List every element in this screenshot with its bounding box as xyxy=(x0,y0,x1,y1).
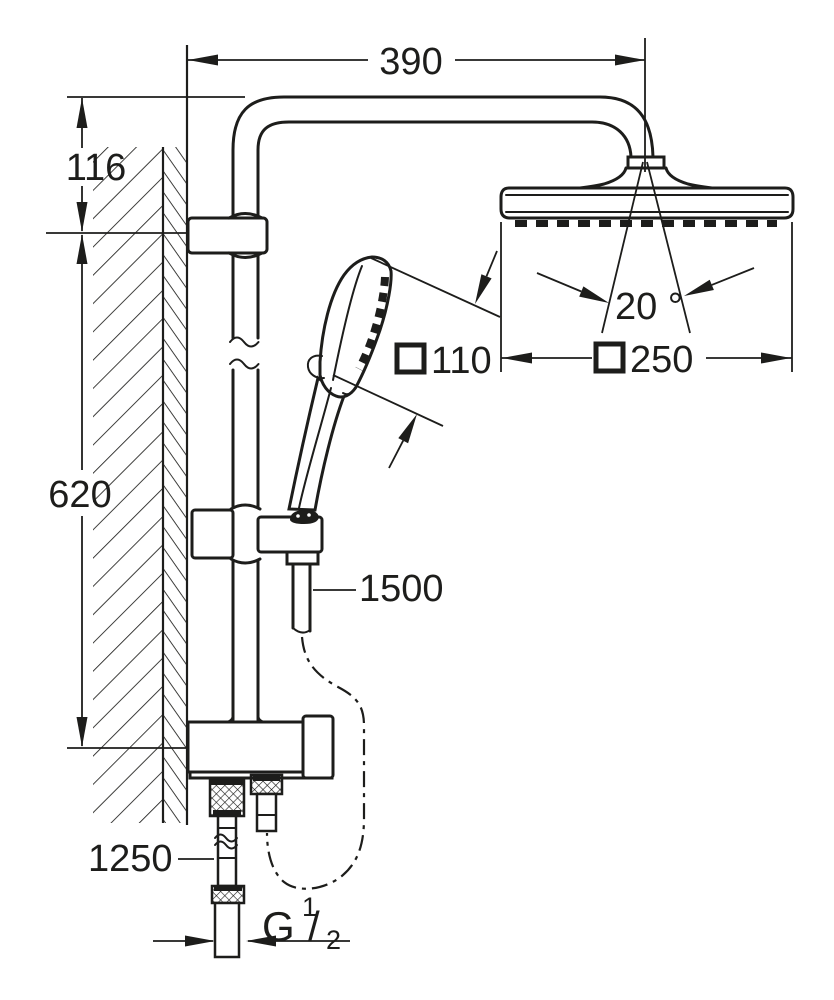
tangent-line-upper xyxy=(370,257,501,318)
hand-shower-nozzles xyxy=(355,276,389,371)
arrow-left-icon xyxy=(502,352,532,364)
hand-shower-outlet xyxy=(249,773,284,833)
square-symbol-icon xyxy=(394,342,427,375)
arrow-left-icon xyxy=(246,935,276,947)
dim-20deg-label: 20 ° xyxy=(615,286,683,328)
holder-clamp-top xyxy=(229,503,262,511)
hose-break-symbol xyxy=(214,833,238,843)
dimension-250: 250 xyxy=(500,222,793,381)
holder-wall-block xyxy=(190,508,235,560)
reference-lines xyxy=(46,96,245,749)
dimension-1250: 1250 xyxy=(88,838,214,880)
shower-arm xyxy=(231,95,655,218)
arm-inner-line xyxy=(256,120,633,218)
arrow-down-icon xyxy=(76,717,88,747)
valve-body xyxy=(186,720,305,774)
ball-joint-collar xyxy=(626,155,666,170)
dimension-116: 116 xyxy=(66,98,127,232)
bracket-clamp-bottom xyxy=(227,251,264,259)
handle-neck-notch xyxy=(342,387,357,396)
slider-holder xyxy=(190,503,324,634)
pipe-break-symbol xyxy=(229,336,260,370)
dim-390-label: 390 xyxy=(379,41,442,83)
arrow-right-icon xyxy=(615,54,645,66)
mounting-cone-right xyxy=(664,166,714,190)
phantom-shower-hose xyxy=(265,636,366,890)
temperature-handle xyxy=(301,714,335,780)
dimension-110: 110 xyxy=(332,250,501,469)
dim-250-label: 250 xyxy=(630,339,693,381)
square-symbol-icon xyxy=(593,341,626,374)
mounting-cone-left xyxy=(578,166,628,190)
handle-end-cap xyxy=(290,509,319,524)
arrow-up-icon xyxy=(76,234,88,264)
supply-hose-upper xyxy=(216,814,238,888)
thread-slash: / xyxy=(308,903,320,950)
arrow-left-icon xyxy=(188,54,218,66)
wall-hatch-fine xyxy=(163,147,187,823)
supply-hose-lower xyxy=(213,901,241,959)
thread-numerator: 1 xyxy=(302,892,317,922)
dim-110-label: 110 xyxy=(431,340,492,382)
holder-clamp-bottom xyxy=(229,557,262,565)
arrow-icon xyxy=(475,274,492,304)
head-shower xyxy=(499,155,795,227)
handle-contour-line xyxy=(298,387,332,509)
arm-outer-line xyxy=(231,95,655,218)
wall-section xyxy=(93,45,189,825)
dimension-620: 620 xyxy=(48,234,112,747)
swivel-line-left xyxy=(601,161,644,334)
riser-pipe xyxy=(229,254,260,722)
hose-stub-end xyxy=(292,627,311,634)
tangent-line-lower xyxy=(332,374,444,427)
spray-button xyxy=(306,354,325,380)
dim-1250-label: 1250 xyxy=(88,838,173,880)
wall-bracket xyxy=(186,212,269,259)
arrow-up-icon xyxy=(76,98,88,128)
hand-shower-head xyxy=(318,255,393,399)
arrow-icon xyxy=(684,279,714,296)
thread-denominator: 2 xyxy=(326,925,341,955)
swivel-line-right xyxy=(646,161,691,334)
wall-hatch-coarse xyxy=(93,147,163,823)
arrow-right-icon xyxy=(185,935,215,947)
dim-620-label: 620 xyxy=(48,474,111,516)
dimension-g-half: G 1 / 2 xyxy=(153,892,350,955)
dim-116-label: 116 xyxy=(66,147,127,189)
dimension-390: 390 xyxy=(188,38,646,172)
outlet-pipe xyxy=(255,792,278,833)
dimension-20deg: 20 ° xyxy=(536,161,755,334)
arrow-right-icon xyxy=(761,352,791,364)
thermostat-valve xyxy=(186,713,335,780)
dimension-1500: 1500 xyxy=(313,568,444,610)
thread-letter: G xyxy=(262,903,295,950)
head-shower-disc xyxy=(499,186,795,220)
arrow-icon xyxy=(579,286,609,303)
head-contour-line xyxy=(332,265,363,381)
supply-connection xyxy=(208,776,246,959)
dim-1500-label: 1500 xyxy=(359,568,444,610)
arrow-down-icon xyxy=(76,202,88,232)
hose-outlet-nub xyxy=(285,550,320,566)
hand-shower xyxy=(287,255,393,512)
bracket-clamp-top xyxy=(227,212,264,220)
arrow-icon xyxy=(398,414,417,444)
